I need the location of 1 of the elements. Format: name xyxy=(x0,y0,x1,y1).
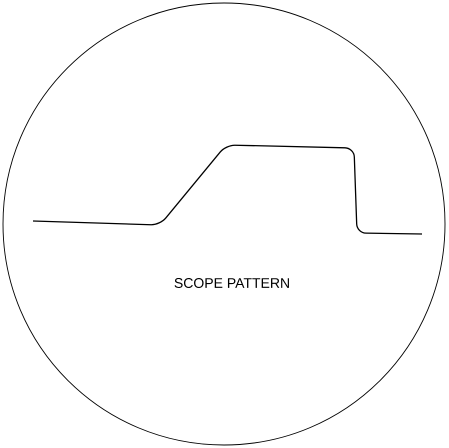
pattern-caption: SCOPE PATTERN xyxy=(174,278,289,288)
